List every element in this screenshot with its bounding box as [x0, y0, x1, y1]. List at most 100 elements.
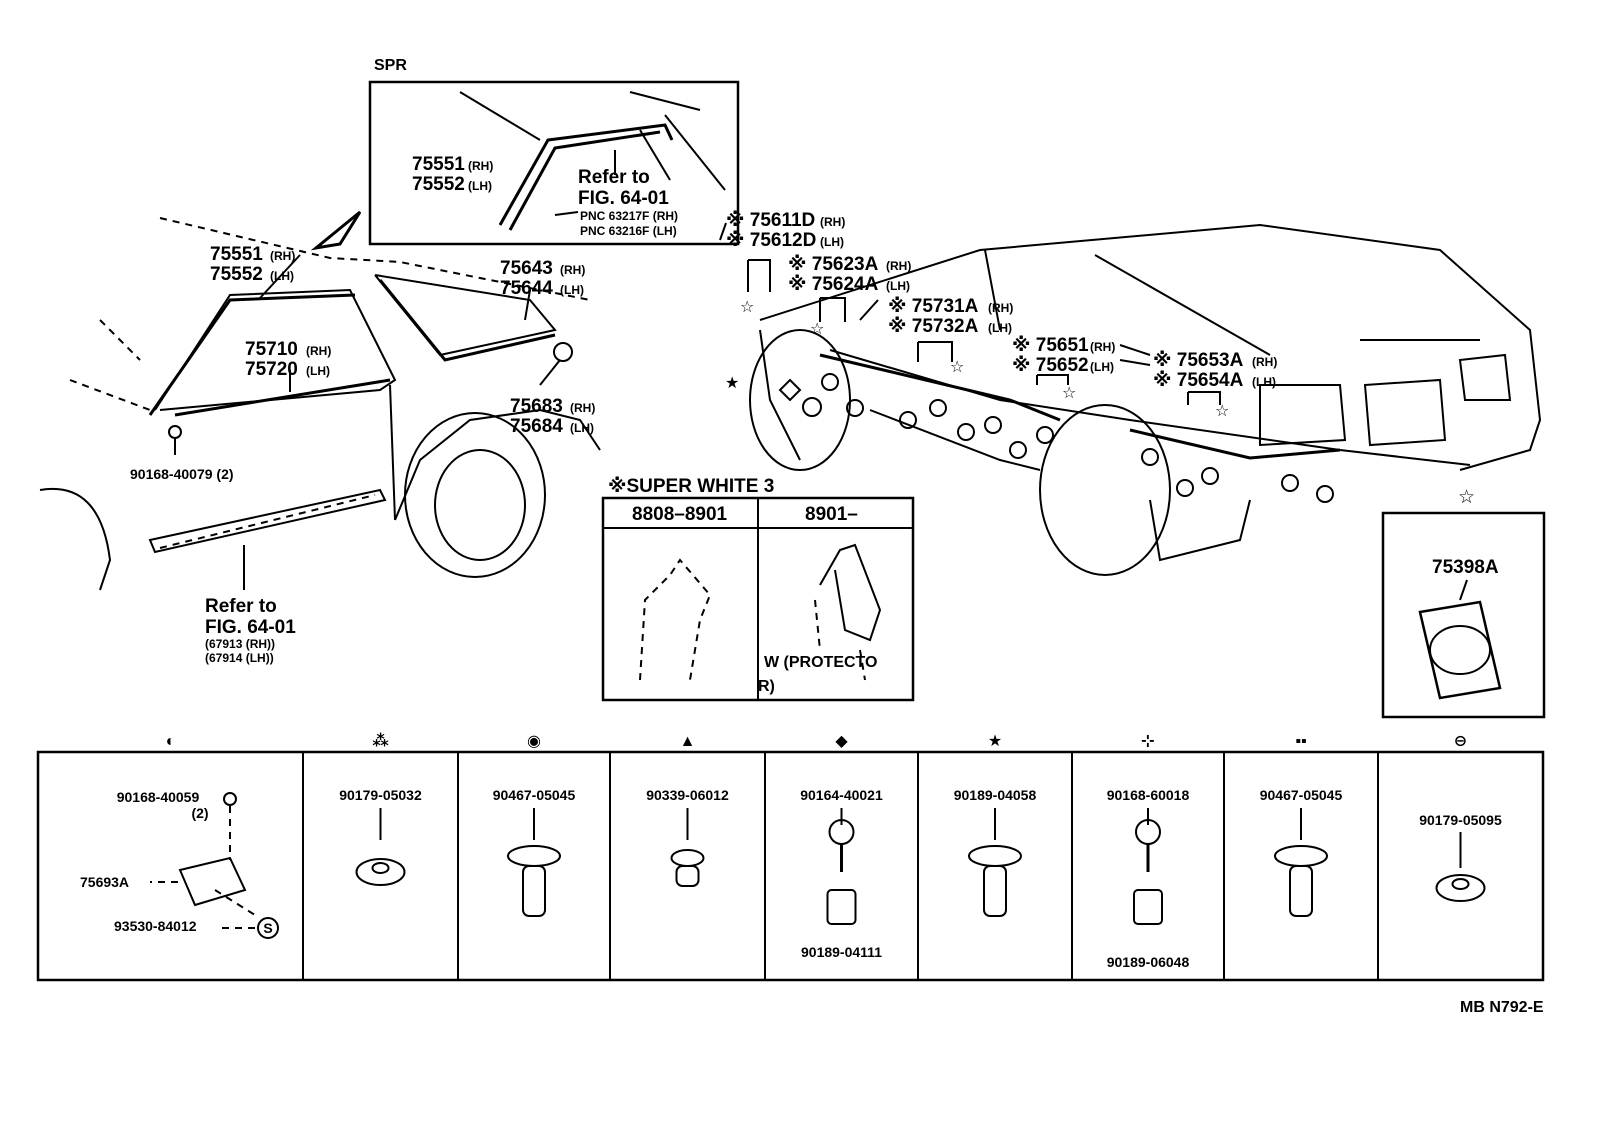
left-rocker-dash [159, 494, 376, 549]
left-refer-1: Refer to [205, 596, 277, 617]
diamond-icon: ◆ [835, 733, 848, 750]
right-p1-rh-side: (RH) [820, 215, 845, 229]
fastener-body-drawing [983, 865, 1007, 917]
right-mark-outline-star-1: ☆ [740, 299, 754, 316]
fastener-part-number: 90168-40059 [117, 789, 200, 805]
left-quarter-lh-side: (LH) [560, 283, 584, 297]
right-mark-diamond [778, 378, 802, 402]
left-fuel-rh: 75683 [510, 396, 563, 417]
left-fuel-lh: 75684 [510, 416, 563, 437]
fastener-clip-nut [826, 889, 857, 925]
fastener-clip-nut [1133, 889, 1163, 925]
spr-pointer-arrow [310, 210, 362, 251]
right-p5-rh-side: (RH) [1252, 355, 1277, 369]
spr-molding-inner [508, 130, 661, 231]
half-circle-icon: ◐ [166, 733, 176, 750]
left-roof-lh: 75552 [210, 264, 263, 285]
fastener-bracket-drawing [178, 856, 247, 907]
fastener-nut-hole [1451, 878, 1470, 890]
left-roof-rh-side: (RH) [270, 249, 295, 263]
fastener-leader [150, 806, 256, 929]
left-quarter-molding [378, 279, 556, 362]
super-white-new-profile [819, 543, 882, 642]
left-front-wheel [39, 487, 112, 591]
fastener-part-number: 90189-04111 [801, 944, 882, 960]
left-belt-lh: 75720 [245, 359, 298, 380]
right-p1-rh: ※ 75611D [726, 210, 815, 231]
right-mark-minus-3 [1316, 485, 1334, 503]
right-mark-star: ★ [725, 375, 739, 392]
right-p2-rh-side: (RH) [886, 259, 911, 273]
right-mark-triangle-5 [957, 423, 975, 441]
fastener-part-number: 90168-60018 [1107, 787, 1190, 803]
left-fuel-lid [553, 342, 573, 362]
super-white-col1: 8808–8901 [632, 504, 728, 525]
star-box-part: 75398A [1432, 557, 1499, 578]
right-mark-outline-star-3: ☆ [950, 359, 964, 376]
fastener-table: MB N792-E ◐90168-40059(2)75693A93530-840… [36, 733, 1545, 1016]
fastener-nut-hole [371, 862, 390, 874]
right-mark-outline-star-2: ☆ [810, 321, 824, 338]
right-leaders [719, 222, 1221, 405]
spr-title: SPR [374, 57, 407, 74]
right-car-drawing: ★ ☆ ☆ ☆ ☆ ☆ ※ 75611D (RH) ※ 75612D (LH) … [719, 210, 1542, 576]
spr-pnc-lh: PNC 63216F (LH) [580, 224, 677, 238]
grid-icon: ▪▪ [1295, 733, 1306, 750]
fastener-head-drawing [670, 849, 705, 867]
right-p3-lh: ※ 75732A [888, 316, 979, 337]
right-p4-lh: ※ 75652 [1012, 355, 1089, 376]
right-mark-ring [802, 397, 822, 417]
right-body-top [759, 223, 1542, 471]
fastener-screw-drawing [223, 792, 237, 806]
left-quarter-rh-side: (RH) [560, 263, 585, 277]
super-white-table: ※SUPER WHITE 3 8808–8901 8901– W (PROTEC… [601, 476, 915, 702]
right-p2-lh: ※ 75624A [788, 274, 879, 295]
right-front-wheel [749, 329, 851, 471]
star-box-pad [1418, 600, 1502, 700]
right-p3-lh-side: (LH) [988, 321, 1012, 335]
right-mark-outline-star-5: ☆ [1215, 403, 1229, 420]
star-box-frame [1381, 511, 1546, 719]
left-belt-molding [174, 378, 391, 417]
left-screw-mark [168, 425, 182, 439]
right-mark-triangle-3 [899, 411, 917, 429]
fastener-head-drawing [1274, 845, 1328, 867]
fastener-table-frame [36, 750, 1545, 982]
right-mark-triangle-9 [1141, 448, 1159, 466]
right-rear-wheel [1039, 404, 1171, 576]
ring-icon: ◉ [527, 733, 541, 750]
fastener-nut-drawing [355, 858, 406, 886]
spr-inset: SPR 75551 (RH) 75552 (LH) Refer to FIG. … [310, 57, 740, 251]
stamp-s-label: S [263, 920, 272, 936]
minus-circle-icon: ⊖ [1454, 733, 1467, 750]
super-white-title: ※SUPER WHITE 3 [608, 476, 774, 497]
left-roof-rh: 75551 [210, 244, 263, 265]
left-roof-molding [148, 293, 356, 416]
star-box-leader [1459, 579, 1468, 601]
fastener-nut-drawing [1435, 874, 1486, 902]
right-mark-minus-1 [1176, 479, 1194, 497]
right-rear-molding [1129, 428, 1341, 460]
right-mark-triangle-7 [1009, 441, 1027, 459]
pinwheel-icon: ⊹ [1141, 733, 1154, 750]
super-white-old-profile [639, 558, 712, 681]
right-p4-lh-side: (LH) [1090, 360, 1114, 374]
fastener-part-number: 90339-06012 [646, 787, 729, 803]
spr-refer-2: FIG. 64-01 [578, 188, 669, 209]
spr-pn-rh: 75551 [412, 154, 465, 175]
left-fuel-lh-side: (LH) [570, 421, 594, 435]
fastener-part-number: 90189-04058 [954, 787, 1037, 803]
spr-leaders [554, 150, 616, 216]
left-belt-lh-side: (LH) [306, 364, 330, 378]
left-door-window [154, 288, 397, 411]
star-icon: ★ [988, 733, 1002, 750]
fastener-part-number: 90179-05032 [339, 787, 422, 803]
left-refer-2: FIG. 64-01 [205, 617, 296, 638]
left-roof-outline [159, 217, 591, 301]
fastener-head-drawing [968, 845, 1022, 867]
left-rocker-molding [148, 488, 387, 554]
spr-pn-lh: 75552 [412, 174, 465, 195]
fastener-part-number: 75693A [80, 874, 129, 890]
fastener-part-number: 90189-06048 [1107, 954, 1190, 970]
right-p2-rh: ※ 75623A [788, 254, 879, 275]
